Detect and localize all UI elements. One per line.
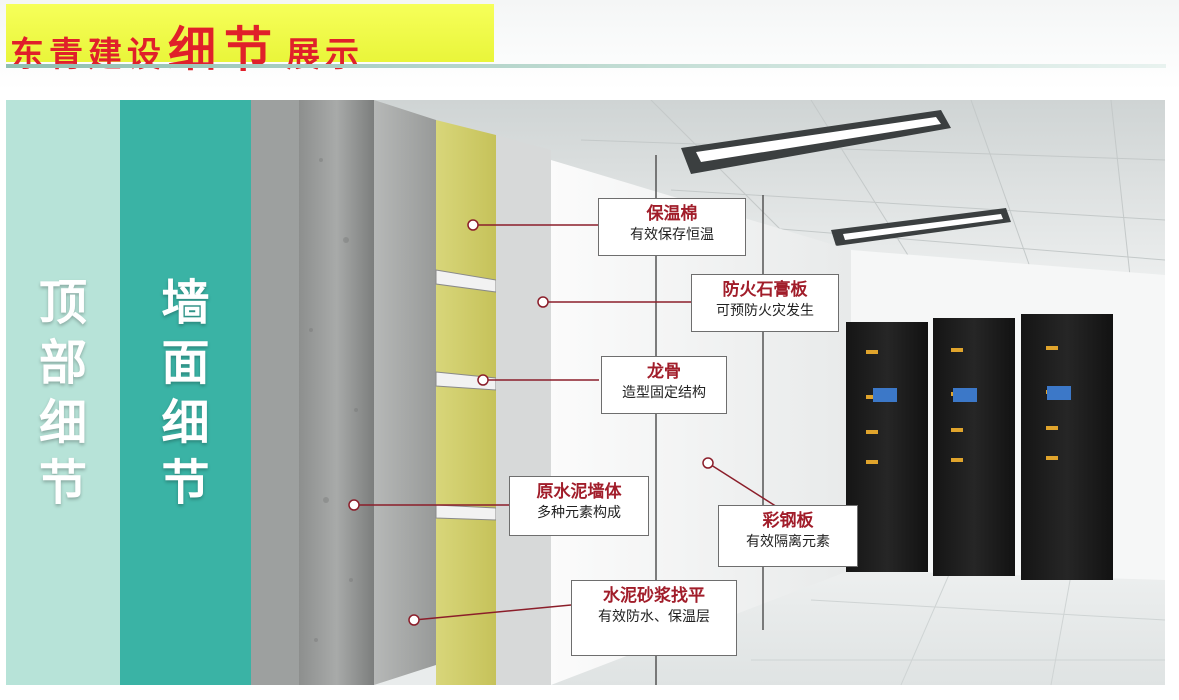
tab-roof-details[interactable]: 顶 部 细 节	[6, 100, 120, 685]
callout-color-steel: 彩钢板 有效隔离元素	[718, 505, 858, 567]
callout-title: 保温棉	[646, 204, 698, 224]
header-banner	[6, 4, 494, 62]
callout-insulation: 保温棉 有效保存恒温	[598, 198, 746, 256]
callout-title: 防火石膏板	[722, 280, 808, 300]
page-title: 东青建设 细节 展示	[10, 10, 364, 78]
header-divider	[6, 64, 1166, 68]
callout-title: 水泥砂浆找平	[603, 586, 705, 606]
title-part-2: 细节	[168, 22, 281, 78]
callout-desc: 有效保存恒温	[630, 227, 714, 243]
title-part-3: 展示	[286, 35, 365, 75]
callout-title: 原水泥墙体	[536, 482, 622, 502]
tab-wall-char: 墙	[161, 274, 210, 331]
wall-structure-illustration: 保温棉 有效保存恒温 防火石膏板 可预防火灾发生 龙骨 造型固定结构 原水泥墙体…	[251, 100, 1165, 685]
callout-keel: 龙骨 造型固定结构	[601, 356, 727, 414]
tab-roof-char: 顶	[38, 274, 87, 331]
tab-roof-char: 节	[38, 454, 87, 511]
tab-roof-char: 细	[38, 394, 87, 451]
tab-wall-details[interactable]: 墙 面 细 节	[120, 100, 251, 685]
title-part-1: 东青建设	[10, 35, 166, 75]
tab-wall-char: 面	[161, 334, 210, 391]
tab-roof-char: 部	[38, 334, 87, 391]
callout-mortar-leveling: 水泥砂浆找平 有效防水、保温层	[571, 580, 737, 656]
callout-title: 龙骨	[647, 362, 681, 382]
tab-wall-char: 细	[161, 394, 210, 451]
callout-cement-wall: 原水泥墙体 多种元素构成	[509, 476, 649, 536]
callout-desc: 多种元素构成	[537, 505, 621, 521]
callout-desc: 有效隔离元素	[746, 534, 830, 550]
tab-wall-char: 节	[161, 454, 210, 511]
callout-title: 彩钢板	[762, 511, 814, 531]
callout-desc: 造型固定结构	[622, 385, 706, 401]
callout-desc: 可预防火灾发生	[716, 303, 814, 319]
callout-desc: 有效防水、保温层	[598, 609, 710, 625]
callout-fireproof-gypsum: 防火石膏板 可预防火灾发生	[691, 274, 839, 332]
